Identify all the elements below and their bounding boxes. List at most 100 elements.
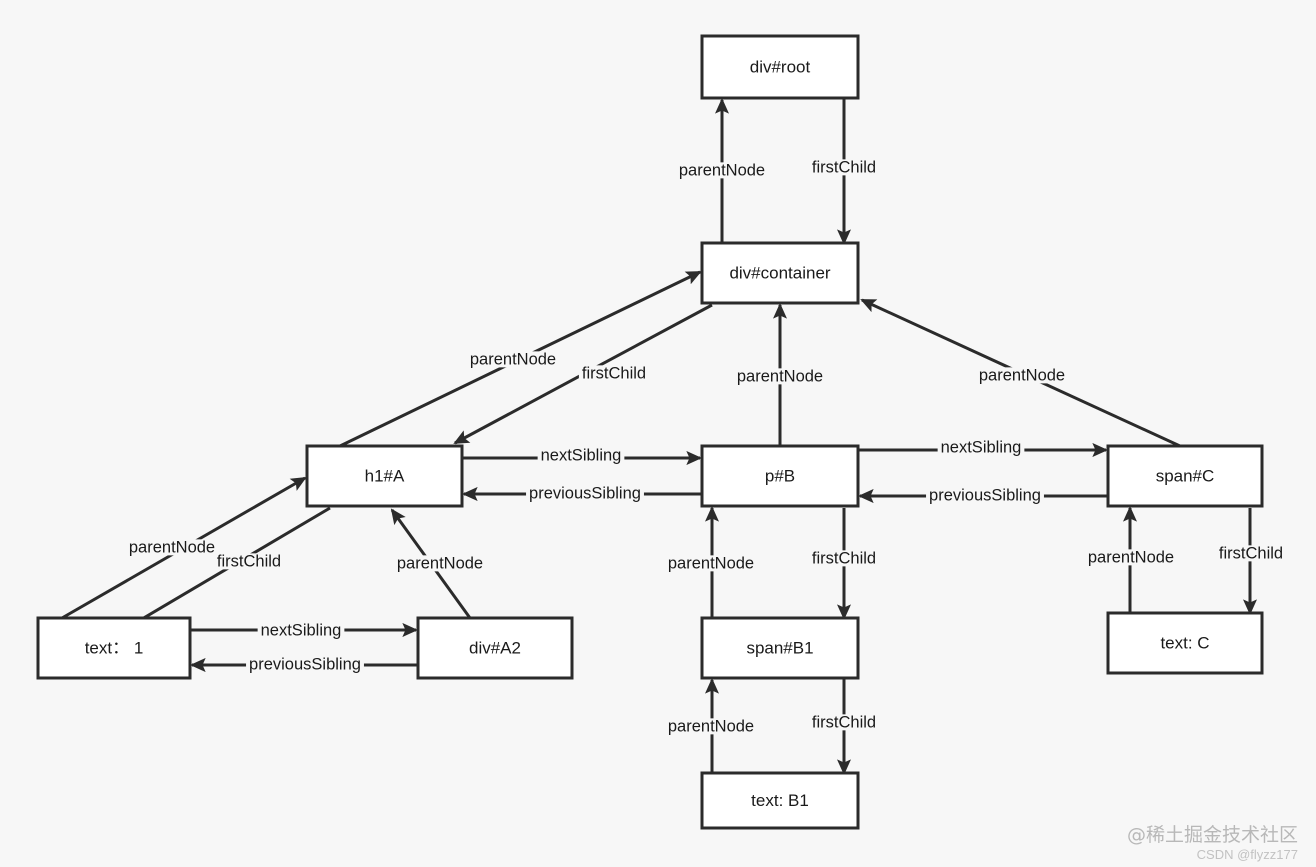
edge-label-halo [937,439,1025,456]
edge-label-e2: firstChild [808,158,880,176]
node-box[interactable] [36,616,192,680]
edge-label-text: parentNode [397,554,483,572]
edge-label-halo [664,555,758,572]
edge-label-halo [808,714,880,731]
edge-label-halo [1084,549,1178,566]
watermark-sub: CSDN @flyzz177 [1197,847,1298,862]
node-label: text: C [1160,633,1209,652]
edge-label-e8: previousSibling [526,484,644,502]
edge-label-e14: nextSibling [257,621,345,639]
node-label: text： 1 [85,638,144,657]
node-spanC[interactable]: span#C [1106,444,1264,508]
node-spanB1[interactable]: span#B1 [700,616,860,680]
node-box[interactable] [700,444,860,508]
node-box[interactable] [1106,611,1264,675]
node-label: div#container [729,263,830,282]
edge-label-halo [578,365,650,382]
edge-label-text: parentNode [470,350,556,368]
edge-label-e4: firstChild [578,364,650,382]
edge-label-text: firstChild [1219,544,1283,562]
edge-label-e16: parentNode [664,554,758,572]
edge-label-text: parentNode [679,161,765,179]
edge-label-halo [257,622,345,639]
edge-label-e7: nextSibling [537,446,625,464]
edge-label-text: firstChild [217,552,281,570]
edge-label-halo [808,550,880,567]
node-textB1[interactable]: text: B1 [700,771,860,830]
edge-label-halo [675,162,769,179]
node-box[interactable] [700,34,860,100]
edge-label-e6: parentNode [975,366,1069,384]
edge-label-halo [466,351,560,368]
node-label: div#A2 [469,638,521,657]
edge-label-e10: previousSibling [926,486,1044,504]
edge-label-e20: parentNode [1084,548,1178,566]
edge-label-text: nextSibling [261,621,342,639]
edge-label-e9: nextSibling [937,438,1025,456]
node-h1A[interactable]: h1#A [305,444,464,508]
edge-label-text: parentNode [979,366,1065,384]
node-label: span#B1 [746,638,813,657]
node-box[interactable] [700,616,860,680]
edge-label-halo [526,485,644,502]
edge-label-text: parentNode [129,538,215,556]
edge-label-e5: parentNode [733,367,827,385]
edge-arrow [118,506,331,634]
edge-label-text: previousSibling [529,484,641,502]
node-label: span#C [1156,466,1215,485]
edge-label-e18: parentNode [664,717,758,735]
edge-h1A-to-text1 [118,506,331,634]
node-box[interactable] [1106,444,1264,508]
edge-label-text: previousSibling [929,486,1041,504]
edge-label-e3: parentNode [466,350,560,368]
edge-label-text: firstChild [812,549,876,567]
node-root[interactable]: div#root [700,34,860,100]
edge-label-halo [926,487,1044,504]
edge-label-e15: previousSibling [246,655,364,673]
edge-label-text: parentNode [1088,548,1174,566]
edge-label-text: nextSibling [541,446,622,464]
node-divA2[interactable]: div#A2 [416,616,574,680]
edge-label-e13: parentNode [393,554,487,572]
edge-label-text: firstChild [812,158,876,176]
edge-label-halo [808,159,880,176]
watermark: @稀土掘金技术社区 CSDN @flyzz177 [1127,824,1298,862]
node-label: h1#A [365,466,405,485]
edge-label-halo [213,553,285,570]
node-label: div#root [750,57,811,76]
edge-label-text: parentNode [668,717,754,735]
node-pB[interactable]: p#B [700,444,860,508]
edge-label-halo [537,447,625,464]
edge-label-e11: parentNode [125,538,219,556]
edge-label-halo [125,539,219,556]
node-box[interactable] [700,771,860,830]
edge-label-text: firstChild [582,364,646,382]
edge-label-halo [393,555,487,572]
node-box[interactable] [700,241,860,305]
node-container[interactable]: div#container [700,241,860,305]
edge-label-e12: firstChild [213,552,285,570]
edge-label-text: nextSibling [941,438,1022,456]
edge-label-halo [975,367,1069,384]
edge-label-halo [664,718,758,735]
node-label: p#B [765,466,795,485]
node-textC[interactable]: text: C [1106,611,1264,675]
edge-label-halo [1215,545,1287,562]
edge-label-halo [246,656,364,673]
watermark-main: @稀土掘金技术社区 [1127,824,1298,846]
node-text1[interactable]: text： 1 [36,616,192,680]
edge-label-text: parentNode [668,554,754,572]
edge-label-text: previousSibling [249,655,361,673]
node-layer: div#root div#container h1#A p#B span#C text： … [36,34,1264,830]
node-box[interactable] [416,616,574,680]
edge-label-text: parentNode [737,367,823,385]
edge-label-e1: parentNode [675,161,769,179]
node-label: text: B1 [751,791,809,810]
edge-label-e17: firstChild [808,549,880,567]
edge-label-e21: firstChild [1215,544,1287,562]
edge-label-e19: firstChild [808,713,880,731]
node-box[interactable] [305,444,464,508]
edge-label-text: firstChild [812,713,876,731]
